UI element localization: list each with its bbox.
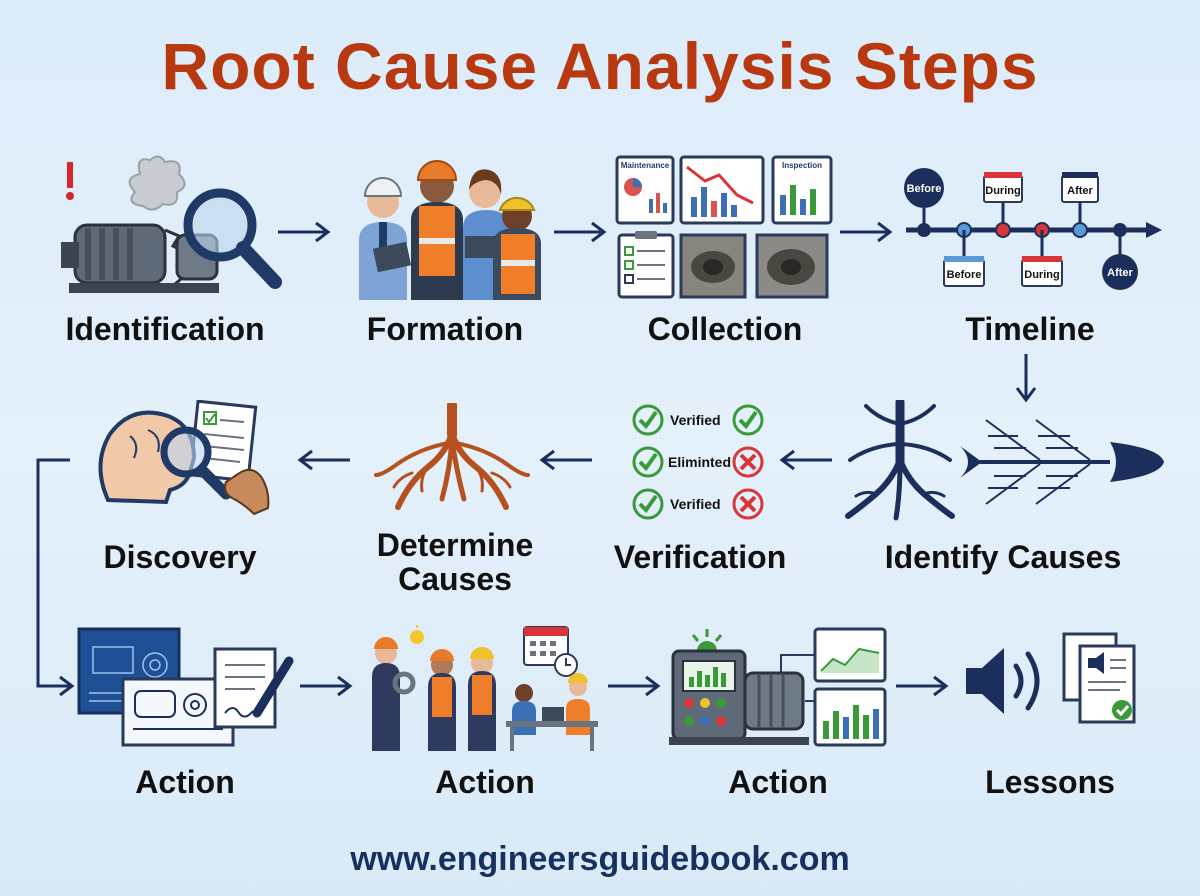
- step-label-verification: Verification: [613, 539, 787, 575]
- step-label-discovery: Discovery: [103, 539, 257, 575]
- arrow-left-1: [779, 449, 832, 471]
- arrow-right-5: [608, 675, 661, 697]
- data-documents-icon: Maintenance Inspection: [615, 155, 833, 299]
- tree-roots-icon: [374, 403, 530, 510]
- inspection-doc-title: Inspection: [782, 161, 822, 170]
- arrow-right-4: [300, 675, 353, 697]
- arrow-right-2: [554, 221, 607, 243]
- step-label-timeline: Timeline: [965, 311, 1095, 347]
- footer-website: www.engineersguidebook.com: [350, 840, 850, 878]
- arrow-left-3: [297, 449, 350, 471]
- arrow-left-2: [539, 449, 592, 471]
- broken-machine-magnifier-icon: [61, 155, 282, 293]
- step-label-identify-causes: Identify Causes: [884, 539, 1122, 575]
- arrow-right-1: [278, 221, 331, 243]
- step-label-identification: Identification: [65, 311, 265, 347]
- team-workers-icon: [359, 160, 541, 300]
- step-label-formation: Formation: [366, 311, 524, 347]
- timeline-during-top: During: [985, 185, 1020, 197]
- maintenance-doc-title: Maintenance: [621, 161, 670, 170]
- verification-item-2: Eliminted: [668, 454, 731, 470]
- step-label-lessons: Lessons: [985, 764, 1115, 800]
- verification-item-1: Verified: [670, 412, 721, 428]
- head-magnifier-document-icon: [98, 400, 270, 516]
- connector-arrow: [36, 458, 75, 697]
- step-label-determine-causes: Determine Causes: [376, 527, 534, 597]
- timeline-after-top: After: [1067, 185, 1093, 197]
- speaker-documents-icon: [966, 632, 1136, 724]
- timeline-before-bottom: Before: [947, 269, 982, 281]
- timeline-during-bottom: During: [1024, 269, 1059, 281]
- step-label-action-2: Action: [435, 764, 535, 800]
- step-label-collection: Collection: [647, 311, 803, 347]
- step-label-action-3: Action: [728, 764, 828, 800]
- machine-monitoring-icon: [669, 627, 887, 747]
- timeline-after-bottom: After: [1107, 267, 1133, 279]
- verification-checklist-icon: Verified Eliminted Verified: [632, 404, 764, 520]
- blueprints-document-pen-icon: [77, 627, 294, 747]
- timeline-before-top: Before: [907, 183, 942, 195]
- page-title: Root Cause Analysis Steps: [161, 29, 1039, 103]
- arrow-right-3: [840, 221, 893, 243]
- step-label-action-1: Action: [135, 764, 235, 800]
- arrow-right-6: [896, 675, 949, 697]
- timeline-icon: Before During After Before During After: [904, 168, 1162, 290]
- tree-fishbone-icon: [845, 400, 1164, 521]
- arrow-down: [1015, 354, 1037, 403]
- workers-meeting-icon: [372, 625, 598, 751]
- verification-item-3: Verified: [670, 496, 721, 512]
